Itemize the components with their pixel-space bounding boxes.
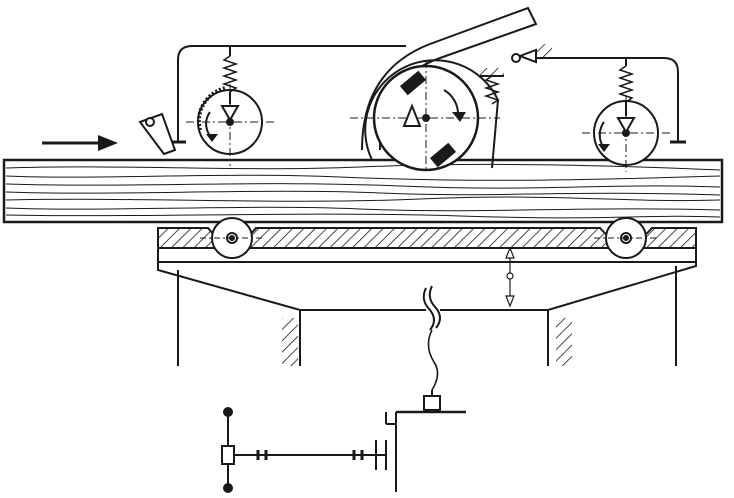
cutter-head [350,59,500,172]
feed-roller-left [186,84,274,166]
compression-spring-right [617,58,635,116]
compression-spring-left [221,46,239,104]
base-frame [157,262,697,366]
anti-kickback-pawl [138,112,177,156]
feed-direction-arrow [42,135,118,151]
table-roller-left [200,217,264,259]
compression-spring-cutter [480,68,504,105]
feed-roller-right [582,96,670,172]
upper-pivot [511,44,552,64]
table-roller-right [594,217,658,259]
drive-shaft [385,285,466,492]
motor-symbol [221,407,387,493]
wood-board [2,158,724,224]
upper-frame-bracket [172,45,686,144]
adjustment-arrow [505,246,515,308]
